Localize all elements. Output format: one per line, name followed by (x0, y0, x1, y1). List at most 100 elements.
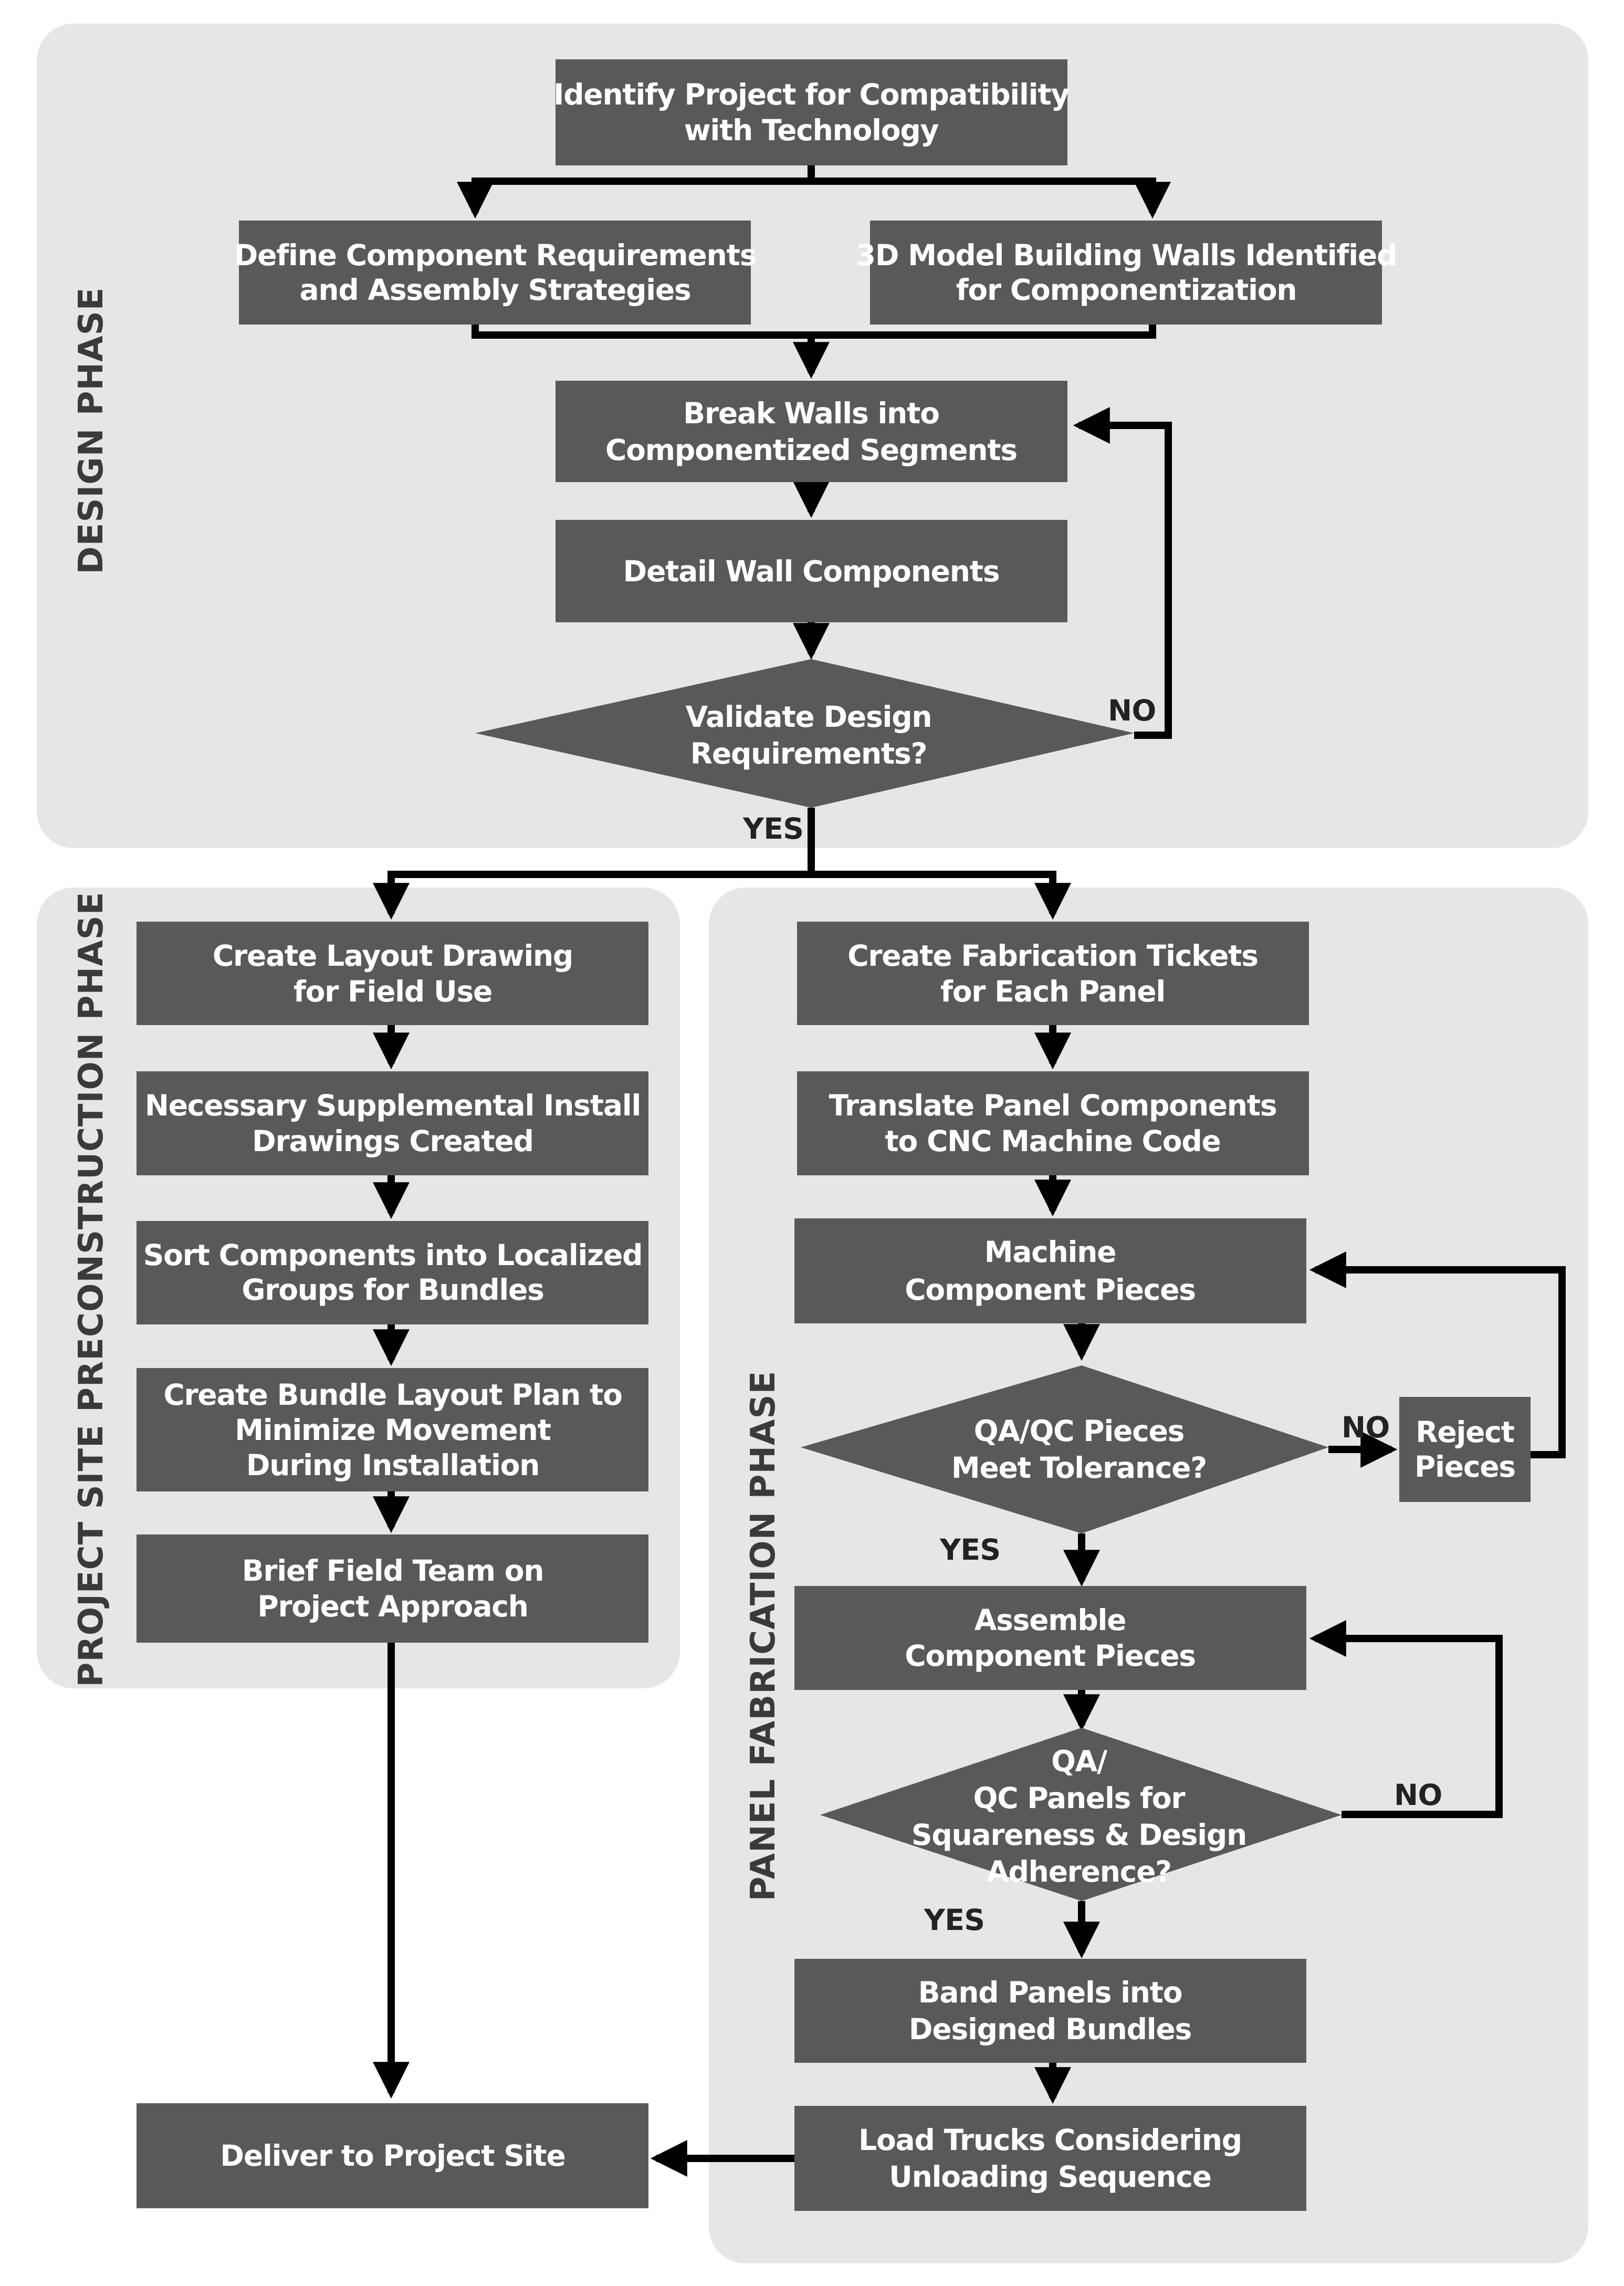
label-no-qa-pieces: NO (1342, 1411, 1390, 1444)
box-translate (797, 1071, 1309, 1175)
box-fab-tickets (797, 922, 1309, 1025)
box-brief-team (137, 1535, 648, 1643)
box-reject (1399, 1397, 1531, 1502)
fabrication-phase-label: PANEL FABRICATION PHASE (744, 1371, 783, 1902)
branch-labels: NO YES NO YES NO YES (742, 694, 1442, 1937)
process-boxes (137, 59, 1531, 2211)
label-yes-validate: YES (742, 812, 804, 845)
preconstruction-phase-label: PROJECT SITE PRECONSTRUCTION PHASE (72, 892, 111, 1687)
fab_tickets-line-1: Create Fabrication Tickets (847, 939, 1258, 973)
decision-shapes (475, 659, 1342, 1901)
qa_pieces-line-1: QA/QC Pieces (974, 1414, 1184, 1448)
box-model3d (870, 221, 1382, 325)
connector-reject-loop (1309, 1251, 1566, 1458)
assemble-line-2: Component Pieces (905, 1639, 1196, 1673)
band-line-2: Designed Bundles (909, 2012, 1191, 2046)
box-identify (556, 59, 1067, 165)
box-load (794, 2106, 1306, 2211)
qa_panels-line-3: Squareness & Design (911, 1818, 1246, 1852)
diamond-qa-panels (820, 1728, 1342, 1901)
model3d-line-1: 3D Model Building Walls Identified (856, 238, 1397, 272)
layout_drawing-line-2: for Field Use (294, 975, 492, 1008)
identify-line-2: with Technology (684, 113, 939, 147)
box-bundle-plan (137, 1368, 648, 1491)
box-sort-components (137, 1221, 648, 1324)
box-define (239, 221, 751, 325)
qa_panels-line-4: Adherence? (987, 1855, 1171, 1888)
box-deliver (137, 2103, 648, 2208)
box-layout-drawing (137, 922, 648, 1025)
label-no-validate: NO (1108, 694, 1156, 727)
identify-line-1: Identify Project for Compatibility (553, 78, 1069, 111)
connector-identify-split (457, 165, 815, 219)
box-machine (794, 1218, 1306, 1323)
sort_components-line-2: Groups for Bundles (242, 1273, 543, 1307)
connector-validate-no-loop (1073, 407, 1172, 739)
connector-qa-panels-no-loop (1309, 1620, 1503, 1818)
break_walls-line-1: Break Walls into (683, 396, 939, 430)
sort_components-line-1: Sort Components into Localized (143, 1238, 643, 1272)
model3d-line-2: for Componentization (956, 273, 1297, 307)
fab_tickets-line-2: for Each Panel (940, 975, 1165, 1008)
detail-line-1: Detail Wall Components (623, 555, 1000, 588)
assemble-line-1: Assemble (975, 1603, 1126, 1637)
connector-identify-split-right (811, 178, 1171, 219)
supplemental-line-2: Drawings Created (252, 1124, 533, 1158)
label-no-qa-panels: NO (1394, 1778, 1442, 1812)
translate-line-1: Translate Panel Components (829, 1089, 1277, 1122)
box-band (794, 1959, 1306, 2063)
text-deliver: Deliver to Project Site (220, 2139, 565, 2173)
define-line-1: Define Component Requirements (234, 238, 756, 272)
bundle_plan-line-1: Create Bundle Layout Plan to (163, 1378, 622, 1412)
load-line-2: Unloading Sequence (889, 2160, 1211, 2194)
break_walls-line-2: Componentized Segments (605, 433, 1017, 467)
define-line-2: and Assembly Strategies (299, 273, 690, 307)
qa_panels-line-1: QA/ (1051, 1745, 1108, 1778)
box-detail (556, 520, 1067, 622)
design-phase-label: DESIGN PHASE (72, 287, 111, 575)
brief_team-line-1: Brief Field Team on (242, 1554, 544, 1588)
label-yes-qa-panels: YES (924, 1903, 985, 1937)
bundle_plan-line-2: Minimize Movement (235, 1413, 551, 1447)
box-assemble (794, 1586, 1306, 1690)
machine-line-2: Component Pieces (905, 1273, 1196, 1307)
diamond-validate (475, 659, 1134, 808)
connector-yes-fab (811, 871, 1071, 920)
diamond-qa-pieces (801, 1365, 1328, 1533)
validate-line-2: Requirements? (690, 737, 927, 770)
machine-line-1: Machine (984, 1235, 1116, 1269)
connectors (373, 165, 1566, 2177)
validate-line-1: Validate Design (686, 700, 932, 734)
translate-line-2: to CNC Machine Code (885, 1124, 1220, 1158)
deliver-line-1: Deliver to Project Site (220, 2139, 565, 2173)
reject-line-2: Pieces (1415, 1450, 1515, 1484)
connector-validate-yes (373, 808, 815, 920)
band-line-1: Band Panels into (918, 1976, 1182, 2009)
box-supplemental (137, 1071, 648, 1175)
load-line-1: Load Trucks Considering (858, 2123, 1242, 2157)
brief_team-line-2: Project Approach (257, 1590, 528, 1623)
bundle_plan-line-3: During Installation (246, 1448, 539, 1482)
label-yes-qa-pieces: YES (939, 1533, 1001, 1567)
qa_panels-line-2: QC Panels for (973, 1781, 1186, 1815)
supplemental-line-1: Necessary Supplemental Install (145, 1089, 641, 1122)
